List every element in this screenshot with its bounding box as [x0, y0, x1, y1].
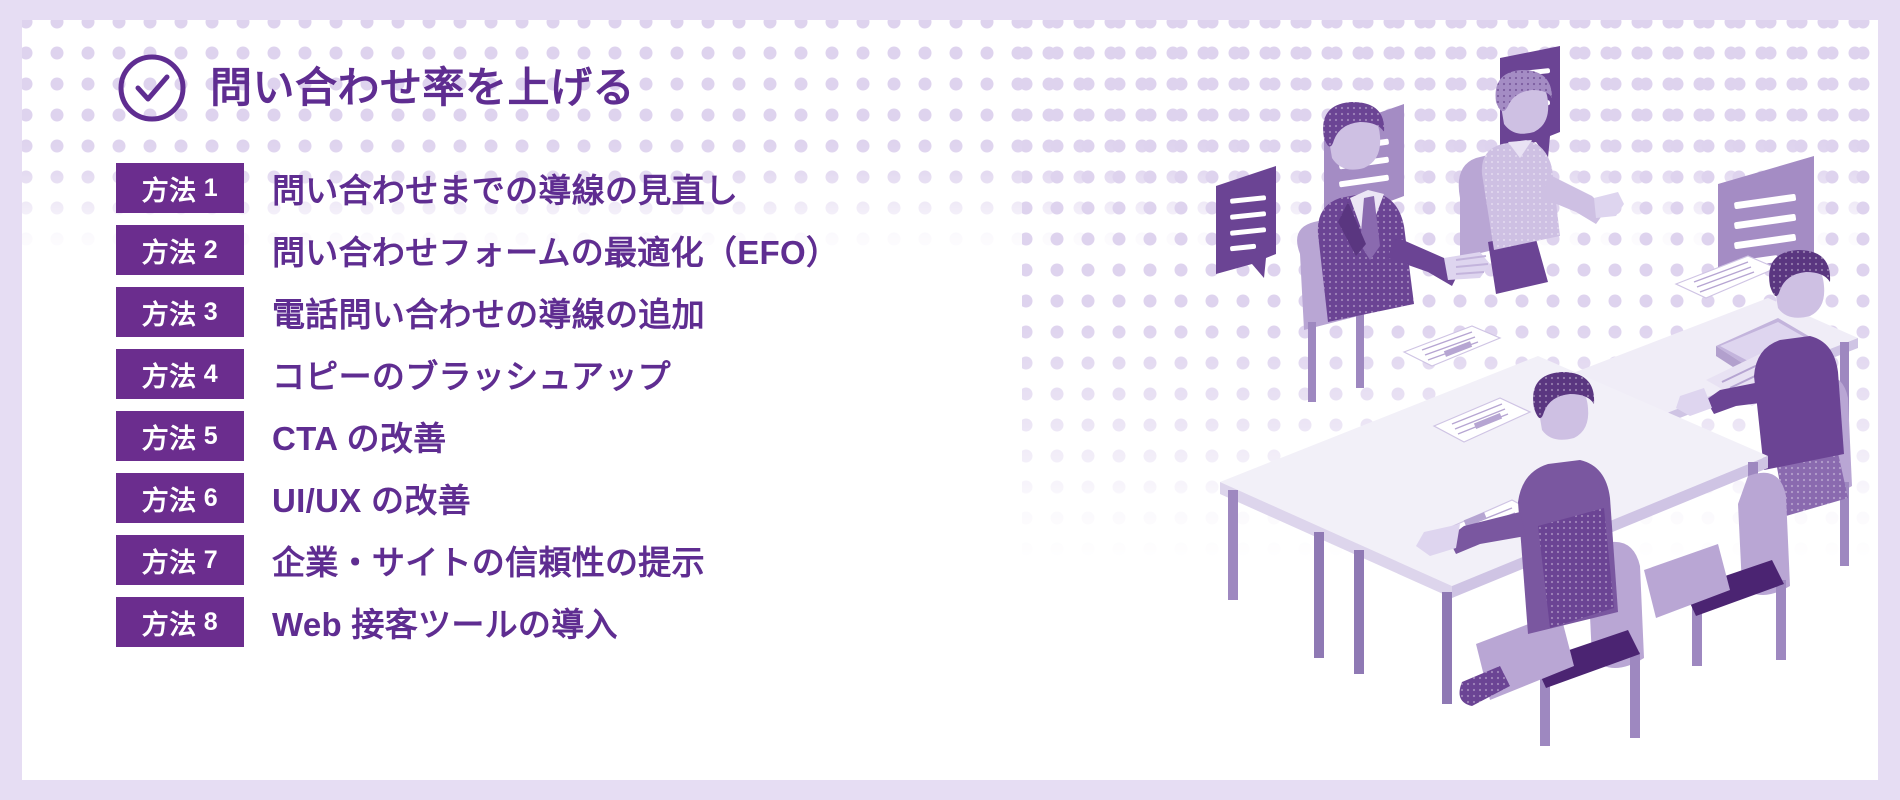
person-seated-suit	[1297, 102, 1490, 402]
badge-number: 6	[203, 483, 219, 512]
method-badge: 方法 4	[116, 349, 244, 399]
badge-prefix: 方法	[141, 423, 197, 454]
badge-prefix: 方法	[141, 175, 197, 206]
document-icon	[1674, 255, 1778, 299]
content-card: 問い合わせ率を上げる 方法 1 問い合わせまでの導線の見直し 方法 2 問い合わ…	[22, 20, 1878, 780]
method-badge: 方法 8	[116, 597, 244, 647]
badge-number: 4	[203, 359, 219, 388]
list-item: 方法 5 CTA の改善	[116, 405, 839, 467]
methods-list: 方法 1 問い合わせまでの導線の見直し 方法 2 問い合わせフォームの最適化（E…	[116, 157, 839, 653]
business-meeting-illustration	[1216, 46, 1858, 746]
method-label: 企業・サイトの信頼性の提示	[272, 544, 705, 581]
method-badge: 方法 6	[116, 473, 244, 523]
list-item: 方法 2 問い合わせフォームの最適化（EFO）	[116, 219, 839, 281]
method-label: UI/UX の改善	[272, 482, 471, 519]
badge-number: 5	[203, 421, 219, 450]
method-label: Web 接客ツールの導入	[272, 606, 618, 643]
method-badge: 方法 3	[116, 287, 244, 337]
badge-number: 8	[203, 607, 219, 636]
page-title: 問い合わせ率を上げる	[210, 64, 636, 111]
list-item: 方法 8 Web 接客ツールの導入	[116, 591, 839, 653]
list-item: 方法 7 企業・サイトの信頼性の提示	[116, 529, 839, 591]
person-typing	[1676, 250, 1852, 566]
list-item: 方法 4 コピーのブラッシュアップ	[116, 343, 839, 405]
document-icon	[1432, 397, 1532, 443]
method-badge: 方法 5	[116, 411, 244, 461]
method-badge: 方法 7	[116, 535, 244, 585]
header: 問い合わせ率を上げる	[116, 52, 635, 124]
document-icon	[1402, 325, 1502, 367]
badge-number: 7	[203, 545, 219, 574]
badge-number: 2	[203, 235, 219, 264]
method-label: 問い合わせまでの導線の見直し	[272, 172, 739, 209]
list-item: 方法 1 問い合わせまでの導線の見直し	[116, 157, 839, 219]
badge-prefix: 方法	[141, 299, 197, 330]
badge-prefix: 方法	[141, 485, 197, 516]
person-standing	[1458, 70, 1624, 294]
badge-number: 1	[203, 173, 219, 202]
list-item: 方法 3 電話問い合わせの導線の追加	[116, 281, 839, 343]
method-label: CTA の改善	[272, 420, 447, 457]
badge-prefix: 方法	[141, 547, 197, 578]
person-seated-right	[1644, 472, 1790, 666]
badge-prefix: 方法	[141, 237, 197, 268]
badge-number: 3	[203, 297, 219, 326]
method-label: 問い合わせフォームの最適化（EFO）	[272, 234, 840, 271]
person-seated-reading	[1416, 372, 1644, 746]
check-circle-icon	[118, 54, 186, 122]
speech-bubble-icon	[1216, 166, 1276, 278]
list-item: 方法 6 UI/UX の改善	[116, 467, 839, 529]
method-label: 電話問い合わせの導線の追加	[272, 296, 705, 333]
badge-prefix: 方法	[141, 361, 197, 392]
method-badge: 方法 2	[116, 225, 244, 275]
method-badge: 方法 1	[116, 163, 244, 213]
method-label: コピーのブラッシュアップ	[272, 358, 671, 395]
badge-prefix: 方法	[141, 609, 197, 640]
